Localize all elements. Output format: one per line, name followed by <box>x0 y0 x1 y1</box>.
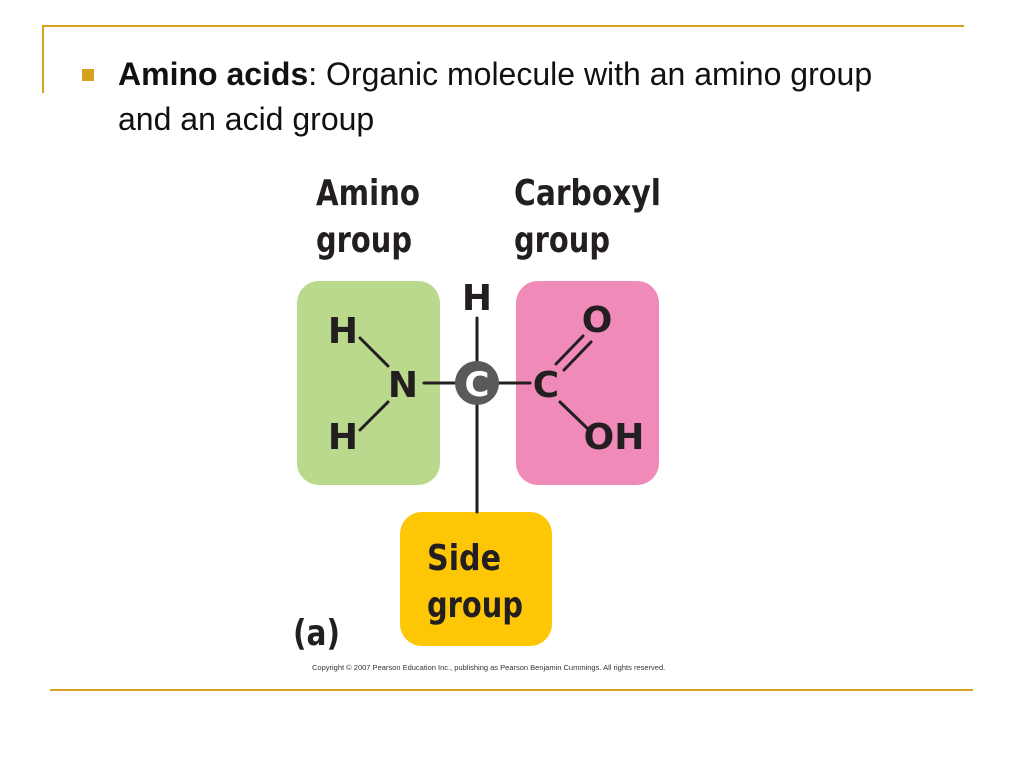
copyright-notice: Copyright © 2007 Pearson Education Inc.,… <box>312 663 666 672</box>
bullet-separator: : <box>308 56 318 92</box>
atom-amino-h-top: H <box>328 311 358 352</box>
carboxyl-group-label-line2: group <box>514 220 610 261</box>
atom-amino-h-bottom: H <box>328 417 358 458</box>
side-group-label-line2: group <box>427 585 523 626</box>
bullet-text: Amino acids: Organic molecule with an am… <box>118 52 918 142</box>
amino-group-label-line1: Amino <box>316 173 420 214</box>
atom-hydroxyl: OH <box>584 417 645 458</box>
bond-c-oh <box>558 400 589 430</box>
bond-lines <box>358 316 593 514</box>
atom-nitrogen: N <box>388 365 418 406</box>
bond-h-n-bottom <box>358 400 390 432</box>
central-carbon-circle <box>455 361 499 405</box>
atom-oxygen: O <box>582 300 613 341</box>
bullet-square-icon <box>82 69 94 81</box>
bond-c-o-double-b <box>562 340 593 372</box>
bond-c-o-double-a <box>554 334 585 366</box>
bullet-term: Amino acids <box>118 56 309 92</box>
panel-label: (a) <box>293 613 340 654</box>
bond-h-n-top <box>358 336 390 368</box>
central-carbon-label: C <box>465 365 490 405</box>
frame-top-rule <box>42 25 964 27</box>
bullet-definition: Organic molecule with an amino group and… <box>118 56 873 137</box>
carboxyl-group-box <box>516 281 659 485</box>
carboxyl-group-label-line1: Carboxyl <box>514 173 661 214</box>
side-group-box <box>400 512 552 646</box>
frame-bottom-rule <box>50 689 973 691</box>
frame-left-rule <box>42 25 44 93</box>
atom-carboxyl-carbon: C <box>533 365 559 406</box>
amino-group-label-line2: group <box>316 220 412 261</box>
amino-group-box <box>297 281 440 485</box>
side-group-label-line1: Side <box>427 538 501 579</box>
atom-h-top: H <box>462 278 492 319</box>
